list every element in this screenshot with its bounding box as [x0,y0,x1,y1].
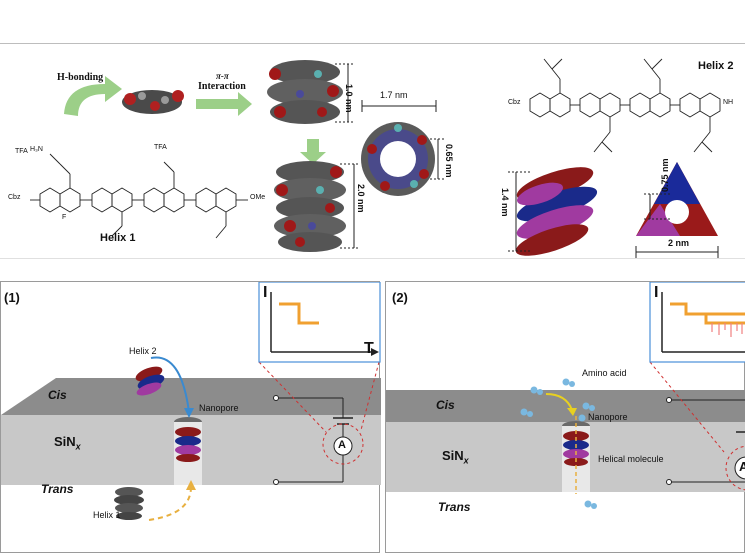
green-right-arrow [196,92,252,116]
axis-t-label-1: T [364,340,374,357]
panel-1-art [1,282,381,521]
current-trace-2a [670,302,745,316]
cis-label-1: Cis [48,388,67,402]
dim-1-4-label: 1.4 nm [500,188,510,217]
ammeter-label-2: A [739,459,745,474]
pore-helix-1 [175,427,201,462]
trans-label-1: Trans [41,482,74,496]
green-down-arrow [300,139,326,164]
interaction-label: Interaction [198,81,246,92]
axis-i-label-2: I [654,284,659,301]
chem-nh: NH [723,99,734,106]
small-helix-fragment [122,90,184,114]
nanopore-label-1: Nanopore [199,403,239,413]
top-figure: H-bonding π-π Interaction 1.0 nm 2.0 nm … [0,44,745,258]
dim-0-65-label: 0.65 nm [444,144,454,178]
helix1-structure [30,153,248,239]
slab-top-1 [1,378,381,415]
chem-ome: OMe [250,194,266,201]
top-rule [0,43,745,44]
panel-1: (1) Cis SiNx Trans Helix 2 Nanopore Heli… [0,281,381,553]
helix2-callout-1: Helix 2 [129,346,157,356]
hbond-label: H-bonding [57,72,104,83]
dim-2-label: 2 nm [668,238,690,248]
slab-top-2 [386,390,745,422]
ammeter-2 [734,456,745,480]
panel-1-number: (1) [4,290,20,305]
helix-ring-top-view [361,122,435,196]
panel-2-art [386,282,745,509]
helical-molecule-label: Helical molecule [598,454,664,464]
chem-f: F [62,214,67,221]
yellow-arrow-2 [545,393,573,411]
green-curved-arrow [64,76,122,116]
dim-0-75-label: 0.75 nm [660,158,670,192]
current-trace-1 [279,302,319,325]
chem-cbz: Cbz [8,194,21,201]
blue-arrow-1 [150,356,190,413]
helix2-label: Helix 2 [698,60,734,72]
inset-1 [258,282,381,363]
top-figure-art [30,58,721,258]
dim-1-7-label: 1.7 nm [380,90,408,100]
yellow-arrow-1 [148,486,192,521]
inset-2 [649,282,745,363]
dim-2-0-label: 2.0 nm [356,184,366,213]
chem-tfa-2: TFA [154,144,167,151]
pipi-label: π-π [216,71,229,81]
helix1-callout-1: Helix 1 [93,510,121,520]
chem-cbz-2: Cbz [508,99,521,106]
helix1-below [114,487,144,520]
zoom-circle-1 [322,423,364,465]
nanopore-label-2: Nanopore [588,412,628,422]
panel-2: (2) Cis SiNx Trans Amino acid Nanopore H… [385,281,745,553]
helix2-top-view [636,162,718,236]
current-spikes [711,323,743,337]
current-trace-2b [686,312,745,325]
amino-acids [520,378,597,509]
ammeter-label-1: A [338,439,346,451]
panel-2-number: (2) [392,290,408,305]
chem-tfa-1: TFA [15,148,28,155]
cis-label-2: Cis [436,398,455,412]
amino-acid-label: Amino acid [582,368,627,378]
helix2-side-view [515,167,598,256]
trans-label-2: Trans [438,500,471,514]
sin-label-1: SiNx [54,434,81,452]
helix2-structure [529,58,721,153]
helix1-label: Helix 1 [100,232,136,244]
helix2-floating [135,366,165,396]
helix-dimer-upper [267,60,343,124]
helix-dimer-lower [274,161,346,252]
mid-rule [0,258,745,259]
sin-label-2: SiNx [442,448,469,466]
dim-1-0-label: 1.0 nm [344,84,354,113]
chem-h3n: H₃N [30,146,43,153]
axis-i-label-1: I [263,284,268,301]
